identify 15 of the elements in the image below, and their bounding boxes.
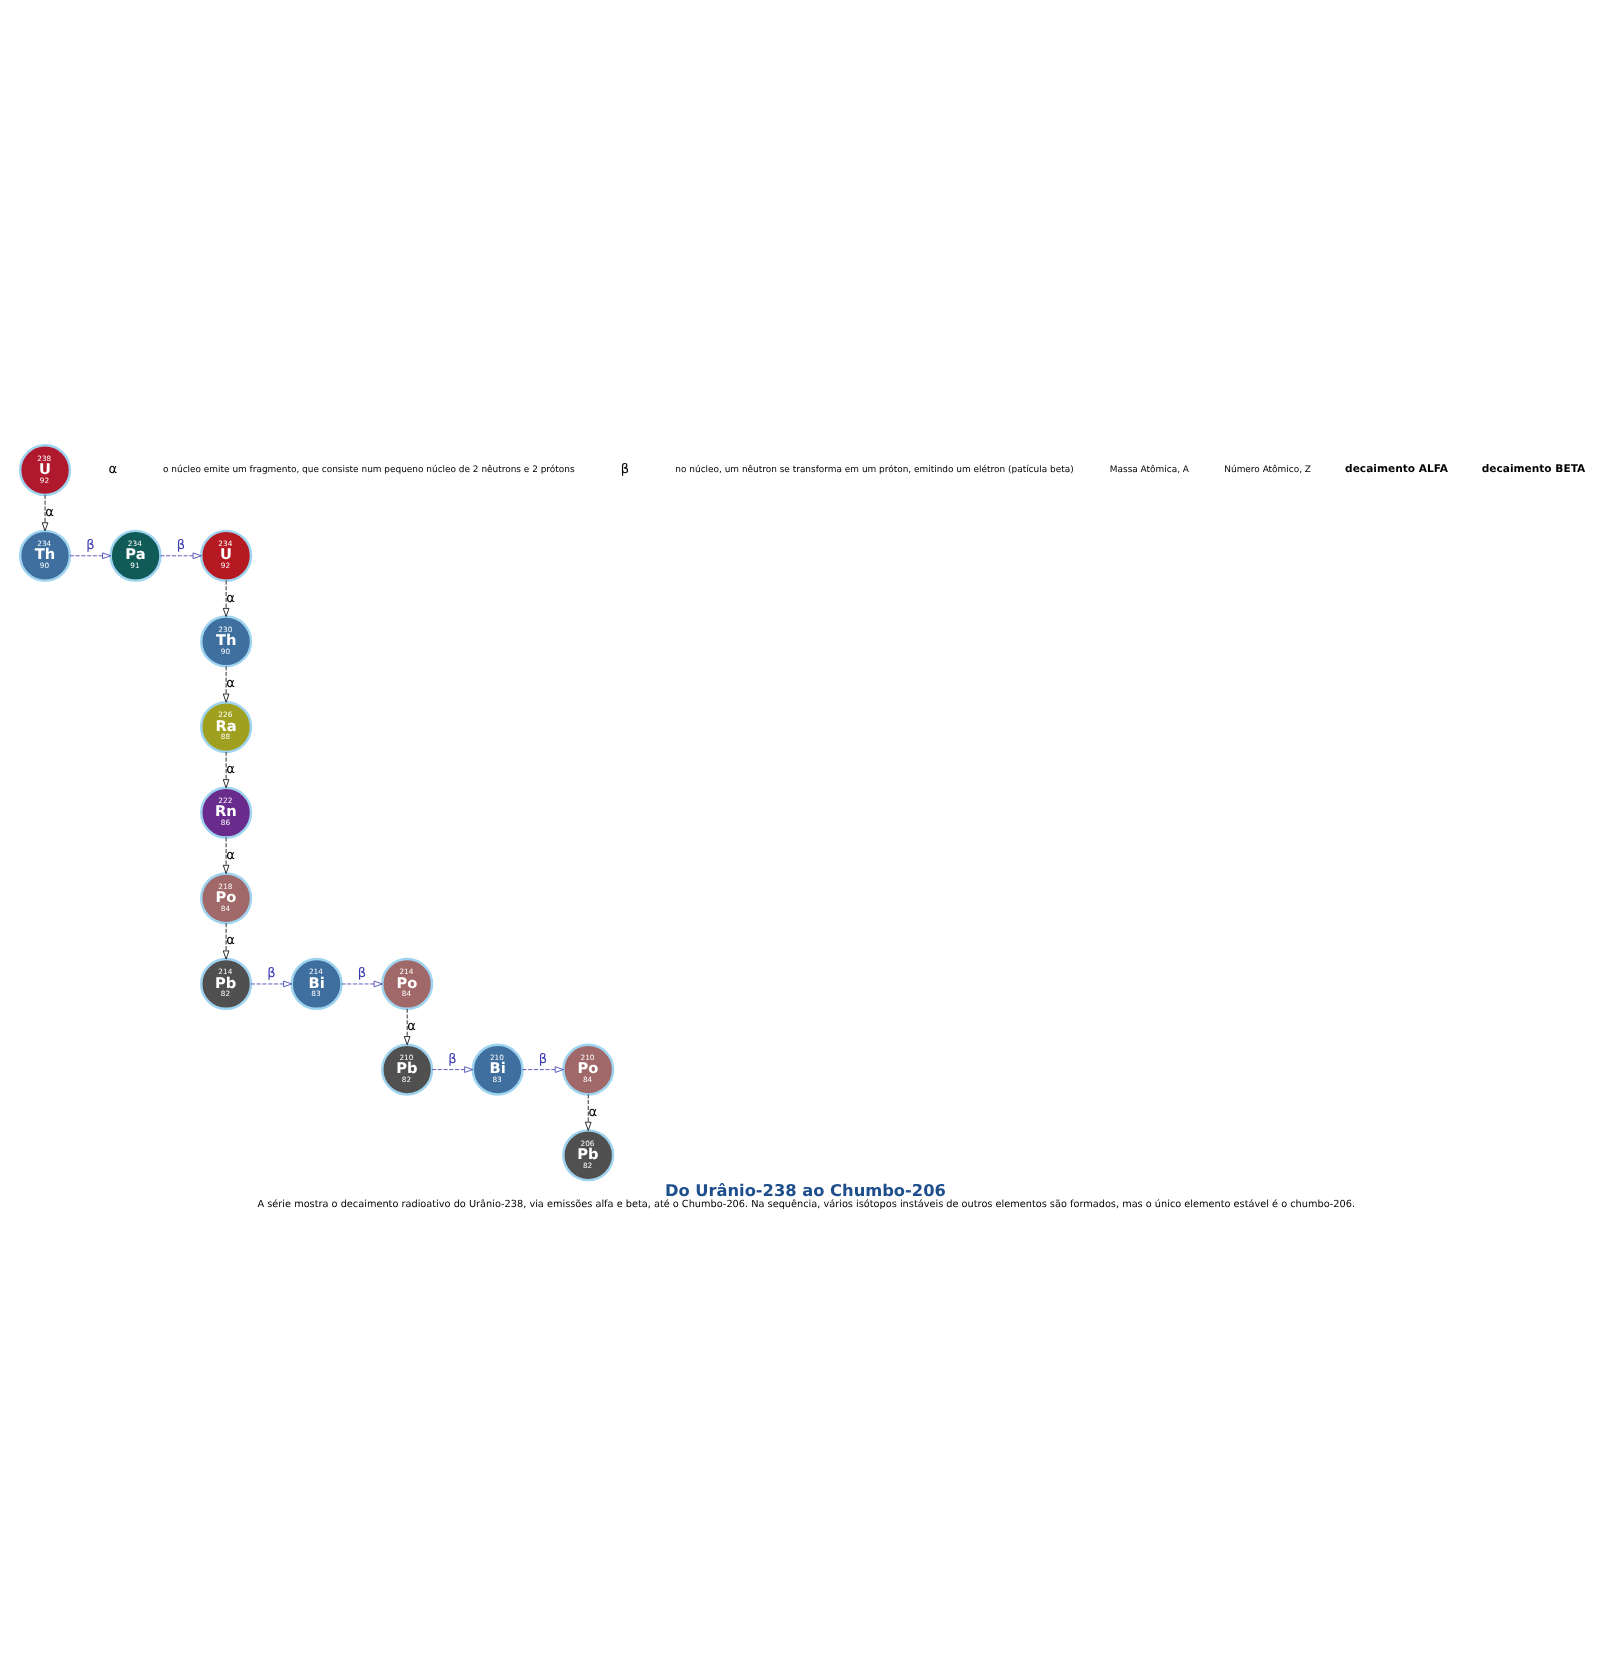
arrow (222, 921, 230, 959)
arrow (69, 551, 112, 559)
arrow (403, 1007, 411, 1045)
arrow (250, 979, 293, 987)
arrow (41, 493, 49, 531)
arrow (222, 836, 230, 873)
arrow (222, 579, 230, 616)
diagram-title: Do Urânio-238 ao Chumbo-206 (664, 1178, 946, 1199)
arrow (222, 664, 230, 702)
arrow (222, 750, 230, 788)
arrow (160, 551, 202, 559)
arrow (584, 1093, 592, 1130)
arrow (431, 1065, 474, 1072)
arrow (522, 1065, 564, 1072)
arrow (341, 979, 383, 987)
